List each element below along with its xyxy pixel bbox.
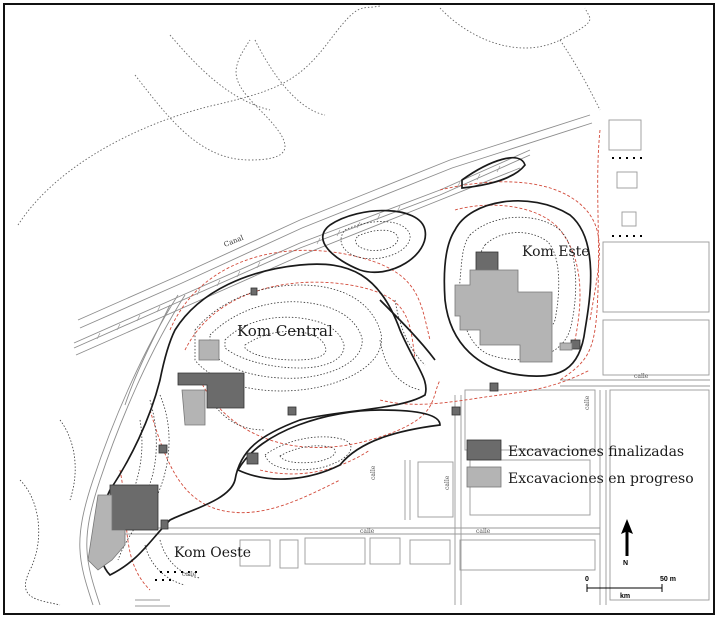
excavation-oeste-finished bbox=[109, 484, 159, 531]
trench-7 bbox=[250, 287, 258, 296]
scale-end: 50 m bbox=[660, 576, 676, 583]
street-label: calle bbox=[360, 528, 375, 535]
street-grid bbox=[120, 119, 710, 607]
north-arrow-icon bbox=[621, 519, 633, 556]
kom-central-label: Kom Central bbox=[237, 322, 333, 340]
excavation-central-progress-1 bbox=[198, 339, 220, 361]
excavation-este-small bbox=[559, 342, 573, 351]
excavation-central-progress-2 bbox=[181, 389, 206, 426]
canal-roads bbox=[73, 114, 593, 356]
kom-oeste-label: Kom Oeste bbox=[174, 545, 251, 561]
trench-2 bbox=[287, 406, 297, 416]
main-contours bbox=[97, 156, 592, 577]
west-road bbox=[79, 294, 186, 606]
excavations-finished bbox=[109, 251, 581, 531]
street-label: calle bbox=[370, 465, 377, 480]
scale-bar: 0 50 m km bbox=[585, 576, 676, 600]
background-contours bbox=[17, 5, 601, 226]
legend-progress-swatch bbox=[466, 466, 502, 488]
trench-3 bbox=[451, 406, 461, 416]
street-label: calle bbox=[476, 528, 491, 535]
north-arrow: N bbox=[621, 519, 633, 567]
street-label: calle bbox=[444, 475, 451, 490]
excavations-in-progress bbox=[87, 269, 573, 571]
scale-start: 0 bbox=[585, 576, 589, 583]
street-label: calle bbox=[182, 571, 197, 578]
street-label: calle bbox=[584, 395, 591, 410]
trench-4 bbox=[489, 382, 499, 392]
north-letter: N bbox=[623, 560, 628, 567]
kom-este-label: Kom Este bbox=[522, 244, 590, 260]
street-label: calle bbox=[634, 373, 649, 380]
legend: Excavaciones finalizadas Excavaciones en… bbox=[466, 439, 694, 488]
excavation-central-finished bbox=[177, 372, 245, 409]
excavation-este-progress bbox=[454, 269, 553, 363]
old-contours bbox=[119, 129, 601, 591]
trench-8 bbox=[160, 519, 169, 530]
scale-unit: km bbox=[620, 593, 630, 600]
legend-progress-label: Excavaciones en progreso bbox=[508, 471, 694, 487]
legend-finished-label: Excavaciones finalizadas bbox=[508, 444, 684, 460]
trench-1 bbox=[246, 452, 259, 465]
legend-finished-swatch bbox=[466, 439, 502, 461]
trench-5 bbox=[158, 444, 168, 454]
excavation-oeste-progress bbox=[87, 494, 126, 571]
